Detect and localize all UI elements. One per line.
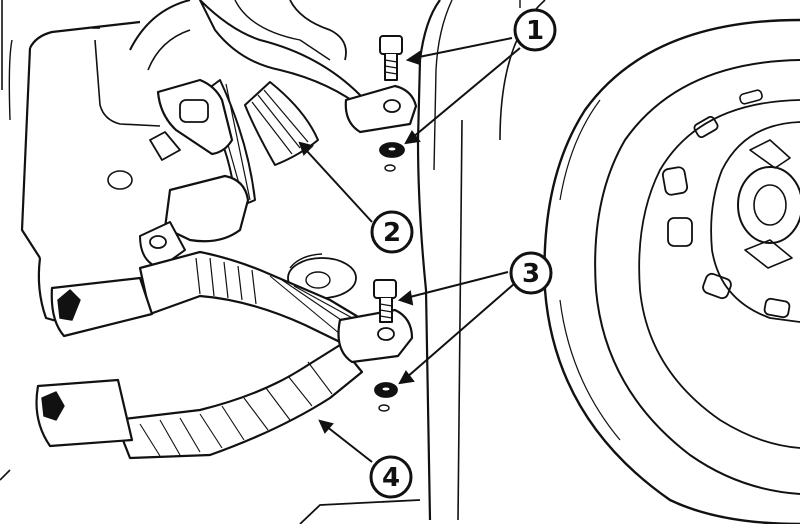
lower-anchor-bolt: [373, 279, 397, 323]
upper-anchor-bolt: [379, 35, 403, 81]
callout-1: 1: [513, 8, 557, 52]
spare-wheel: [543, 18, 800, 524]
callout-3: 3: [509, 251, 553, 295]
callout-2-label: 2: [383, 218, 401, 248]
callout-4-label: 4: [382, 463, 400, 493]
callout-1-label: 1: [526, 16, 544, 46]
floor-panel: [0, 0, 546, 524]
callout-leaders: [298, 37, 521, 463]
callout-3-label: 3: [522, 259, 540, 289]
lower-belt-assembly: [35, 250, 414, 460]
lower-anchor-washer: [374, 382, 398, 412]
upper-belt-assembly: [129, 0, 418, 269]
callout-2: 2: [370, 210, 414, 254]
upper-anchor-washer: [379, 142, 405, 172]
callout-4: 4: [369, 455, 413, 499]
